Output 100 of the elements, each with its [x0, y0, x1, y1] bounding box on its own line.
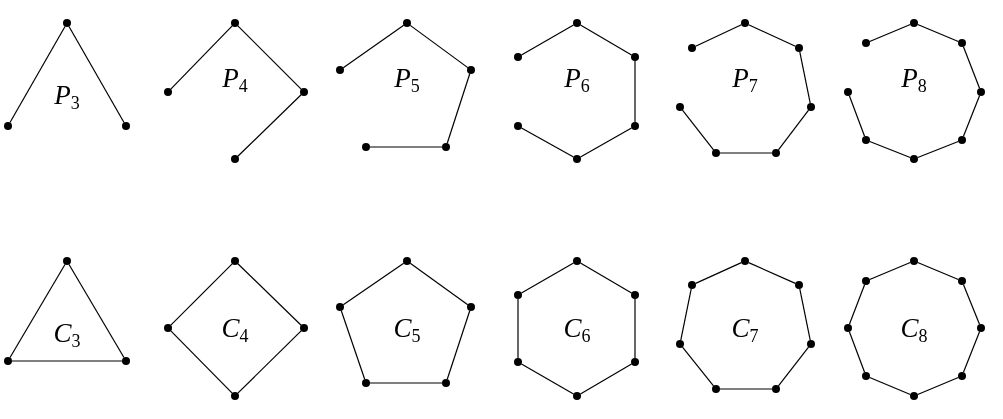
graph-edge — [719, 152, 773, 154]
vertex-dot — [403, 19, 411, 27]
graph-edge — [917, 23, 959, 43]
vertex-dot — [403, 257, 411, 265]
graph-name: C$_{3}$ — [53, 319, 81, 347]
vertex-dot — [231, 392, 239, 400]
graph-edge — [520, 24, 575, 56]
graph-edge — [342, 24, 405, 69]
vertex-dot — [977, 324, 985, 332]
graph-name: P$_{8}$ — [901, 64, 927, 92]
vertex-dot — [688, 281, 696, 289]
graph-edge — [409, 262, 469, 306]
graph-edge — [579, 127, 633, 158]
graph-edge — [9, 25, 66, 124]
vertex-dot — [467, 303, 475, 311]
vertex-dot — [807, 340, 815, 348]
graph-edge — [369, 146, 443, 148]
graph-edge — [848, 95, 866, 137]
graph-edge — [11, 360, 123, 362]
graph-edge — [848, 284, 866, 325]
graph-edge — [869, 261, 911, 281]
graph-edge — [237, 25, 302, 90]
graph-edge — [579, 262, 633, 294]
vertex-dot — [631, 122, 639, 130]
vertex-dot — [514, 358, 522, 366]
graph-edge — [848, 331, 866, 373]
vertex-dot — [122, 122, 130, 130]
graph-edge — [520, 363, 575, 395]
graph-edge — [634, 298, 636, 359]
vertex-dot — [300, 324, 308, 332]
graph-edge — [962, 331, 981, 373]
vertex-dot — [844, 88, 852, 96]
graph-name: P$_{6}$ — [564, 64, 590, 92]
graph-edge — [579, 363, 633, 395]
graph-edge — [237, 330, 302, 394]
vertex-dot — [573, 392, 581, 400]
vertex-dot — [442, 379, 450, 387]
vertex-dot — [712, 385, 720, 393]
vertex-dot — [688, 44, 696, 52]
graph-name: P$_{3}$ — [54, 81, 80, 109]
vertex-dot — [795, 281, 803, 289]
graph-edge — [799, 51, 811, 104]
graph-edge — [517, 298, 519, 359]
vertex-dot — [231, 19, 239, 27]
vertex-dot — [362, 379, 370, 387]
graph-edge — [170, 25, 233, 90]
vertex-dot — [795, 44, 803, 52]
graph-edge — [777, 109, 810, 151]
graph-edge — [680, 288, 692, 341]
vertex-dot — [807, 103, 815, 111]
graph-name: C$_{4}$ — [221, 314, 249, 342]
graph-edge — [681, 346, 715, 387]
vertex-dot — [741, 257, 749, 265]
vertex-dot — [712, 149, 720, 157]
vertex-dot — [631, 291, 639, 299]
graph-edge — [681, 109, 715, 151]
vertex-dot — [4, 122, 12, 130]
vertex-dot — [772, 149, 780, 157]
vertex-dot — [910, 257, 918, 265]
vertex-dot — [231, 257, 239, 265]
graph-edge — [9, 263, 66, 359]
vertex-dot — [467, 66, 475, 74]
graph-edge — [962, 95, 981, 137]
graph-edge — [695, 24, 742, 47]
graph-edge — [962, 46, 981, 89]
vertex-dot — [676, 340, 684, 348]
graph-edge — [579, 24, 633, 56]
graph-edge — [237, 263, 302, 326]
graph-edge — [869, 140, 911, 159]
vertex-dot — [910, 19, 918, 27]
vertex-dot — [772, 385, 780, 393]
graph-name: C$_{5}$ — [393, 314, 421, 342]
vertex-dot — [862, 136, 870, 144]
vertex-dot — [676, 103, 684, 111]
graph-edge — [869, 23, 911, 43]
graph-name: P$_{5}$ — [394, 64, 420, 92]
vertex-dot — [442, 143, 450, 151]
vertex-dot — [164, 88, 172, 96]
vertex-dot — [958, 39, 966, 47]
graph-edge — [409, 24, 469, 69]
graph-edge — [520, 127, 575, 158]
vertex-dot — [862, 277, 870, 285]
graph-edge — [799, 288, 811, 341]
vertex-dot — [514, 53, 522, 61]
vertex-dot — [63, 257, 71, 265]
vertex-dot — [862, 372, 870, 380]
vertex-dot — [631, 358, 639, 366]
vertex-dot — [862, 39, 870, 47]
graph-edge — [917, 261, 959, 281]
vertex-dot — [362, 143, 370, 151]
graph-edge — [170, 263, 233, 326]
vertex-dot — [336, 303, 344, 311]
graph-name: C$_{7}$ — [731, 314, 759, 342]
graph-edge — [695, 262, 742, 284]
graph-name: P$_{4}$ — [222, 64, 248, 92]
vertex-dot — [514, 122, 522, 130]
graph-edge — [748, 24, 796, 47]
vertex-dot — [4, 357, 12, 365]
vertex-dot — [573, 155, 581, 163]
graph-edge — [719, 388, 773, 390]
